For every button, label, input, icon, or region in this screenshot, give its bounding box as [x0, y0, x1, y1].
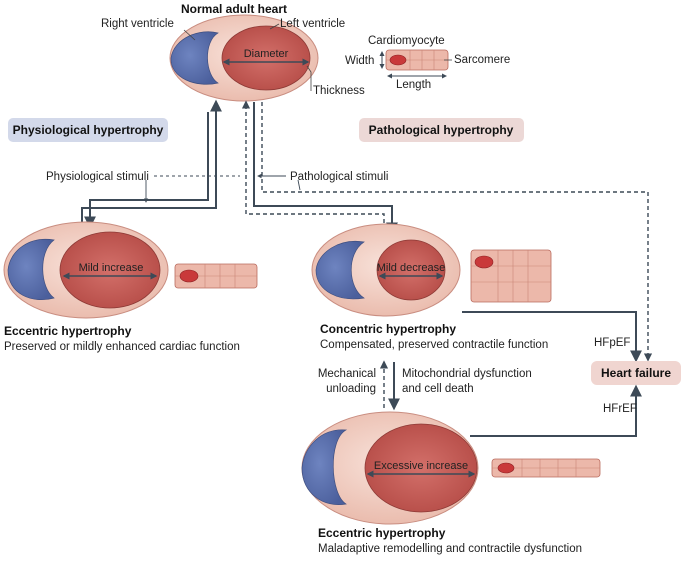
left-ventricle-leader — [269, 23, 280, 30]
left-ventricle-shape — [221, 25, 311, 91]
eccentric-physio-heart: Mild increase — [3, 221, 169, 319]
cardiomyocyte-key: Cardiomyocyte Width Length Sarcomere — [345, 35, 510, 91]
cardiomyocyte-label: Cardiomyocyte — [368, 35, 445, 47]
pathological-badge-label: Pathological hypertrophy — [369, 123, 514, 137]
mild-decrease-label: Mild decrease — [377, 262, 445, 274]
diameter-label: Diameter — [244, 48, 289, 60]
pathological-arrows — [241, 100, 653, 362]
hfref-arrow — [470, 384, 642, 437]
eccentric-patho-subtitle: Maladaptive remodelling and contractile … — [318, 543, 582, 555]
physiological-badge-label: Physiological hypertrophy — [13, 123, 164, 137]
width-label: Width — [345, 55, 374, 67]
length-label: Length — [396, 79, 431, 91]
physiological-badge — [8, 118, 168, 142]
dysfunction-label-1: Mitochondrial dysfunction — [402, 368, 532, 380]
hfref-label: HFrEF — [603, 403, 637, 415]
unloading-label-1: Mechanical — [318, 368, 376, 380]
normal-heart-title: Normal adult heart — [181, 2, 287, 16]
eccentric-patho-cell — [491, 458, 601, 478]
hfpef-label: HFpEF — [594, 337, 630, 349]
pathological-badge — [359, 118, 524, 142]
concentric-title: Concentric hypertrophy — [320, 322, 456, 336]
right-ventricle-leader — [183, 29, 196, 41]
heart-failure-label: Heart failure — [601, 366, 671, 380]
normal-heart: Diameter — [169, 14, 319, 102]
thickness-label: Thickness — [313, 85, 365, 97]
unloading-label-2: unloading — [326, 383, 376, 395]
right-ventricle-shape — [170, 31, 219, 85]
eccentric-patho-heart: Excessive increase — [301, 411, 479, 525]
left-ventricle-label: Left ventricle — [280, 18, 345, 30]
physiological-arrows — [81, 99, 222, 229]
hfpef-arrow — [462, 311, 642, 363]
thickness-leader — [306, 65, 312, 91]
pathological-stimuli-leader — [297, 179, 301, 191]
eccentric-patho-title: Eccentric hypertrophy — [318, 526, 446, 540]
concentric-subtitle: Compensated, preserved contractile funct… — [320, 339, 548, 351]
mild-increase-label: Mild increase — [79, 262, 144, 274]
excessive-increase-label: Excessive increase — [374, 460, 468, 472]
heart-failure-badge — [591, 361, 681, 385]
sarcomere-label: Sarcomere — [454, 54, 510, 66]
pathological-stimuli-label: Pathological stimuli — [290, 171, 388, 183]
concentric-cell — [470, 249, 552, 303]
dysfunction-label-2: and cell death — [402, 383, 474, 395]
physiological-stimuli-label: Physiological stimuli — [46, 171, 149, 183]
right-ventricle-label: Right ventricle — [101, 18, 174, 30]
eccentric-physio-title: Eccentric hypertrophy — [4, 324, 132, 338]
eccentric-physio-cell — [174, 263, 258, 289]
eccentric-physio-subtitle: Preserved or mildly enhanced cardiac fun… — [4, 341, 240, 353]
concentric-heart: Mild decrease — [311, 223, 461, 317]
